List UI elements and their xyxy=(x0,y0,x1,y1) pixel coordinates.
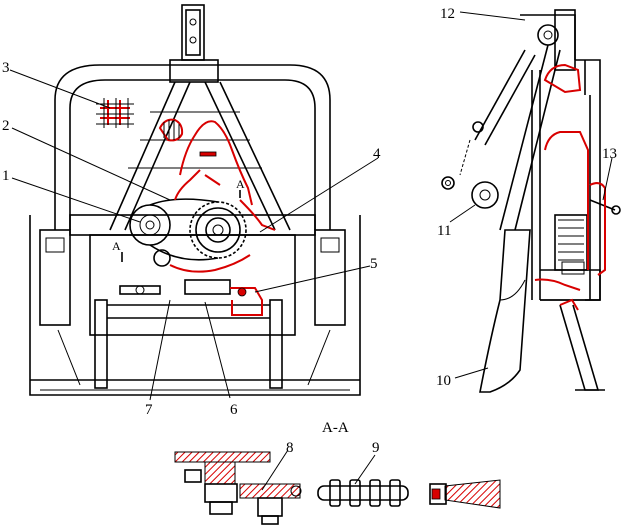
label-5: 5 xyxy=(370,256,378,272)
section-mark-a-right: A xyxy=(236,177,245,191)
label-2: 2 xyxy=(2,118,10,134)
label-1: 1 xyxy=(2,168,10,184)
front-view xyxy=(29,4,361,396)
section-title: A-A xyxy=(322,420,349,436)
label-8: 8 xyxy=(286,440,294,456)
side-view xyxy=(441,9,621,393)
label-10: 10 xyxy=(436,373,451,389)
label-7: 7 xyxy=(145,402,153,418)
callout-labels: 1 2 3 4 5 6 7 8 9 10 11 12 13 A-A A A xyxy=(2,6,617,456)
label-13: 13 xyxy=(602,146,617,162)
label-11: 11 xyxy=(437,223,451,239)
section-view xyxy=(174,451,501,525)
label-9: 9 xyxy=(372,440,380,456)
label-4: 4 xyxy=(373,146,381,162)
chain-links xyxy=(317,479,409,507)
label-3: 3 xyxy=(2,60,10,76)
label-6: 6 xyxy=(230,402,238,418)
section-mark-a-left: A xyxy=(112,239,121,253)
leader-lines xyxy=(9,11,613,491)
label-12: 12 xyxy=(440,6,455,22)
